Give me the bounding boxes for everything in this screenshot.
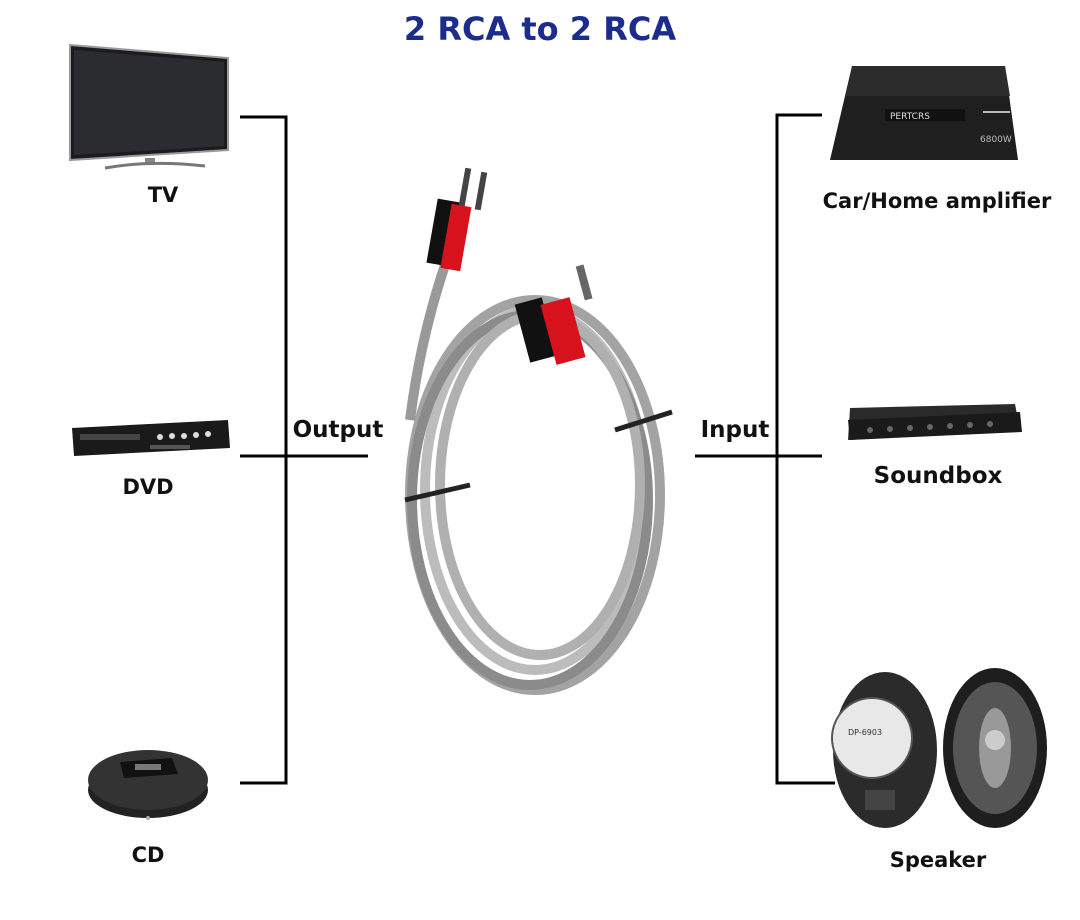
input-label: Input	[700, 417, 770, 443]
destination-label-speaker: Speaker	[889, 848, 987, 872]
source-label-tv: TV	[147, 183, 179, 207]
speaker-model: DP-6903	[848, 728, 882, 737]
right-bracket-line	[695, 113, 835, 785]
output-label: Output	[292, 417, 384, 443]
source-label-dvd: DVD	[122, 475, 174, 499]
destination-label-soundbox: Soundbox	[873, 463, 1003, 489]
rca-plug-right	[514, 264, 593, 365]
destination-label-amplifier: Car/Home amplifier	[822, 189, 1052, 213]
left-bracket-line	[240, 115, 368, 785]
amplifier-power: 6800W	[980, 135, 1012, 145]
rca-plug-left	[426, 167, 488, 272]
source-label-cd: CD	[131, 843, 165, 867]
diagram-title: 2 RCA to 2 RCA	[403, 10, 677, 48]
amplifier-brand: PERTCRS	[890, 112, 930, 122]
